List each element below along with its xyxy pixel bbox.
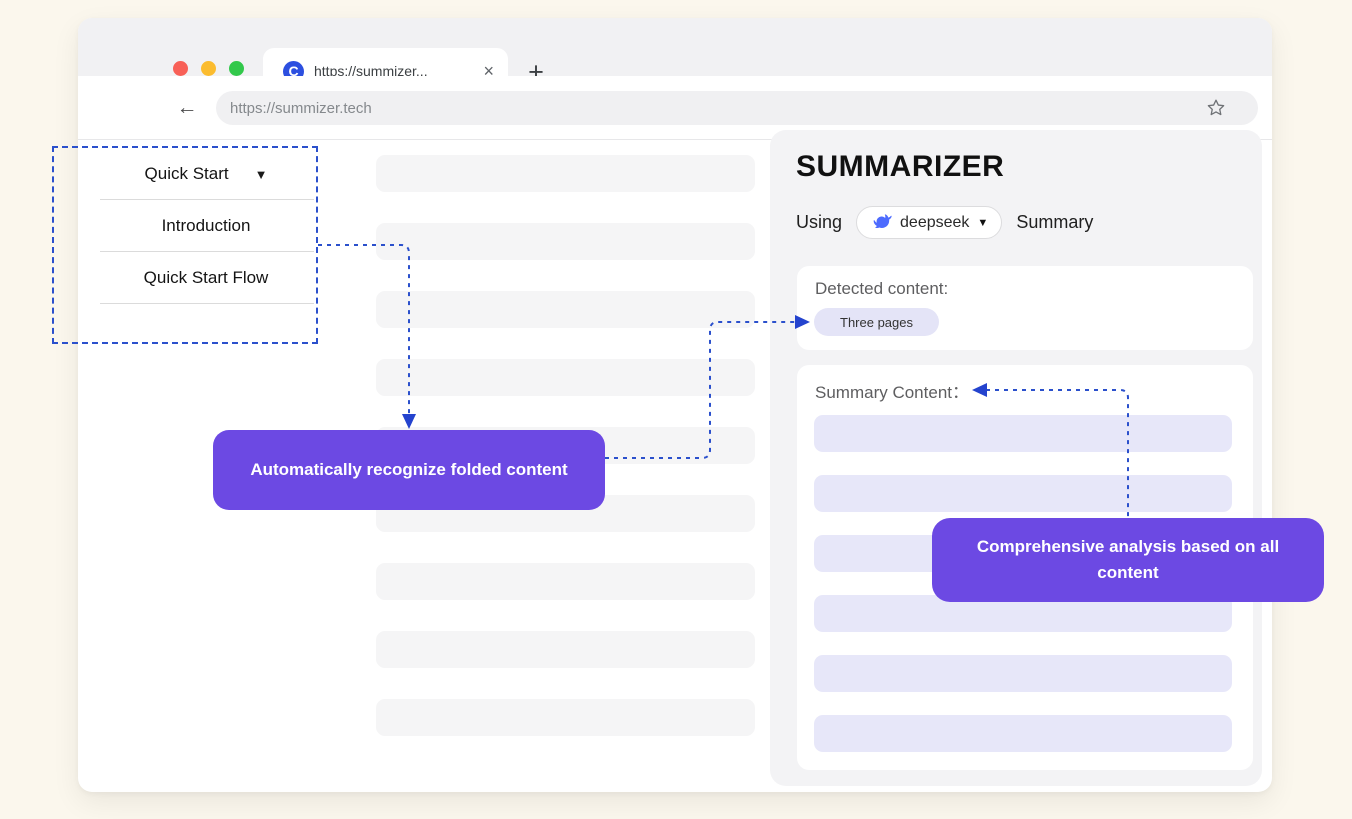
menu-divider (100, 251, 314, 252)
menu-item-introduction[interactable]: Introduction (96, 200, 316, 252)
using-label: Using (796, 212, 843, 232)
tab-title: https://summizer... (314, 63, 428, 79)
placeholder-bar (376, 563, 755, 600)
detected-content-label: Detected content: (815, 279, 949, 298)
menu-item-quick-start-flow[interactable]: Quick Start Flow (96, 252, 316, 304)
callout-comprehensive-analysis: Comprehensive analysis based on all cont… (932, 518, 1324, 602)
chevron-down-icon: ▼ (977, 216, 989, 229)
placeholder-bar (376, 291, 755, 328)
menu-item-label: Introduction (161, 216, 251, 235)
placeholder-bar (814, 475, 1232, 512)
tab-strip: C https://summizer... × + (78, 18, 1272, 94)
menu-list: Quick Start ▼ Introduction Quick Start F… (54, 148, 316, 342)
placeholder-bar (376, 359, 755, 396)
model-name: deepseek (900, 213, 970, 231)
back-icon[interactable]: ← (176, 96, 198, 119)
menu-item-label: Quick Start (144, 164, 229, 183)
maximize-window-button[interactable] (229, 61, 244, 76)
menu-divider (100, 303, 314, 304)
summary-content-label: Summary Content： (815, 383, 969, 402)
deepseek-logo-icon (873, 214, 892, 229)
summary-mode-label: Summary (1016, 212, 1094, 232)
menu-item-label: Quick Start Flow (143, 268, 269, 287)
dropdown-caret-icon: ▼ (254, 166, 268, 182)
page-count-badge: Three pages (814, 308, 939, 336)
placeholder-bar (376, 699, 755, 736)
url-bar[interactable]: https://summizer.tech (216, 91, 1258, 125)
placeholder-bar (376, 155, 755, 192)
url-text: https://summizer.tech (230, 99, 372, 117)
placeholder-bar (376, 223, 755, 260)
placeholder-bar (376, 631, 755, 668)
placeholder-bar (814, 715, 1232, 752)
minimize-window-button[interactable] (201, 61, 216, 76)
placeholder-bar (814, 415, 1232, 452)
menu-item-quick-start[interactable]: Quick Start ▼ (96, 148, 316, 200)
callout-folded-content: Automatically recognize folded content (213, 430, 605, 510)
model-selector-row: Using deepseek ▼ Summary (796, 206, 1093, 239)
placeholder-bar (814, 655, 1232, 692)
model-dropdown[interactable]: deepseek ▼ (856, 206, 1003, 239)
bookmark-star-icon[interactable] (1206, 98, 1226, 118)
panel-title: SUMMARIZER (796, 150, 1005, 183)
detected-content-card: Detected content: Three pages (797, 266, 1253, 350)
browser-navbar: ← → https://summizer.tech (78, 76, 1272, 140)
tab-close-icon[interactable]: × (483, 61, 494, 81)
close-window-button[interactable] (173, 61, 188, 76)
folded-menu-highlight-box: Quick Start ▼ Introduction Quick Start F… (52, 146, 318, 344)
menu-divider (100, 199, 314, 200)
